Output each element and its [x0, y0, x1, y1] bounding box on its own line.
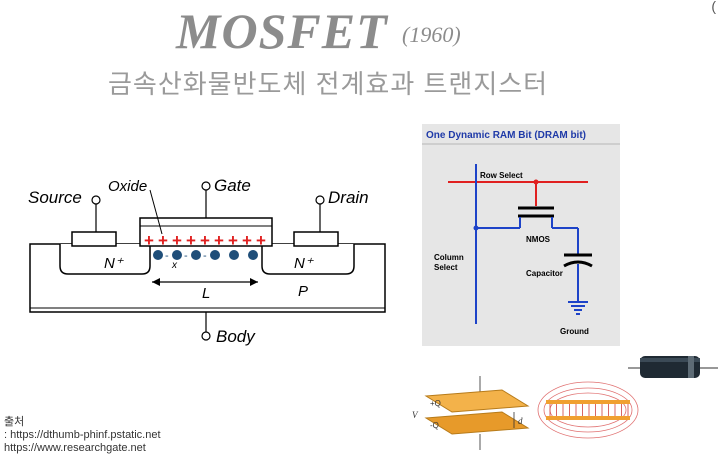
nmos-label: NMOS [526, 235, 551, 244]
dram-panel-background [422, 124, 620, 346]
field-plate-top [546, 400, 630, 404]
gate-positive-charge: + [228, 231, 238, 250]
row-select-label: Row Select [480, 171, 523, 180]
gate-label: Gate [214, 176, 251, 195]
gate-positive-charge: + [158, 231, 168, 250]
gate-positive-charge: + [200, 231, 210, 250]
channel-electron [248, 250, 258, 260]
field-plate-bottom [546, 416, 630, 420]
plate-top [424, 389, 530, 413]
column-select-label-1: Column [434, 253, 464, 262]
corner-mark: ( [711, 0, 716, 14]
gate-positive-charge: + [144, 231, 154, 250]
source-heading: 출처 [4, 416, 25, 428]
source-credit: 출처 : https://dthumb-phinf.pstatic.net ht… [4, 416, 161, 455]
drain-terminal [315, 195, 325, 205]
minus-q-label: -Q [430, 421, 439, 430]
v-label: V [412, 410, 419, 420]
dram-bit-diagram: One Dynamic RAM Bit (DRAM bit) Row Selec… [422, 124, 620, 346]
p-label: P [298, 283, 308, 300]
gate-positive-charge: + [242, 231, 252, 250]
body-label: Body [216, 327, 256, 346]
source-terminal [91, 195, 101, 205]
oxide-label: Oxide [108, 178, 147, 195]
parallel-plate-capacitor: +Q -Q V d [412, 376, 530, 450]
length-label: L [202, 285, 210, 302]
n-plus-left-label: N⁺ [104, 255, 124, 272]
channel-electron [229, 250, 239, 260]
electron-dash: - [165, 250, 169, 262]
mosfet-diagram: Source Oxide Gate Drain Body N⁺ N⁺ P L x… [28, 176, 386, 346]
page-title: MOSFET [176, 3, 388, 59]
channel-electron [191, 250, 201, 260]
source-label: Source [28, 188, 82, 207]
source-link-1[interactable]: : https://dthumb-phinf.pstatic.net [4, 429, 161, 441]
plate-bottom [424, 411, 530, 435]
capacitor-plate-bottom [563, 260, 593, 268]
channel-electron [172, 250, 182, 260]
n-plus-well-left [59, 244, 151, 275]
column-select-label-2: Select [434, 263, 458, 272]
gate-terminal [201, 181, 211, 191]
capacitor-field-lines [537, 381, 639, 439]
drain-label: Drain [328, 188, 369, 207]
plus-q-label: +Q [430, 399, 441, 408]
x-label: x [171, 260, 178, 271]
capacitor-label: Capacitor [526, 269, 563, 278]
electron-dash: - [203, 250, 207, 262]
n-plus-right-label: N⁺ [294, 255, 314, 272]
page-subtitle: 금속산화물반도체 전계효과 트랜지스터 [108, 69, 549, 99]
gate-oxide [139, 217, 273, 247]
title-year: (1960) [402, 22, 461, 47]
d-label: d [518, 416, 523, 426]
channel-electron [153, 250, 163, 260]
drain-contact [293, 231, 339, 247]
source-link-2[interactable]: https://www.researchgate.net [4, 442, 146, 454]
gate-positive-charge: + [214, 231, 224, 250]
channel-electron [210, 250, 220, 260]
ground-label: Ground [560, 327, 589, 336]
body-terminal [201, 331, 211, 341]
gate-positive-charge: + [256, 231, 266, 250]
gate-positive-charge: + [172, 231, 182, 250]
dram-title: One Dynamic RAM Bit (DRAM bit) [426, 130, 586, 141]
gate-positive-charge: + [186, 231, 196, 250]
electron-dash: - [184, 250, 188, 262]
n-plus-well-right [261, 244, 355, 275]
source-contact [71, 231, 117, 247]
electrolytic-capacitor-photo [628, 356, 718, 378]
